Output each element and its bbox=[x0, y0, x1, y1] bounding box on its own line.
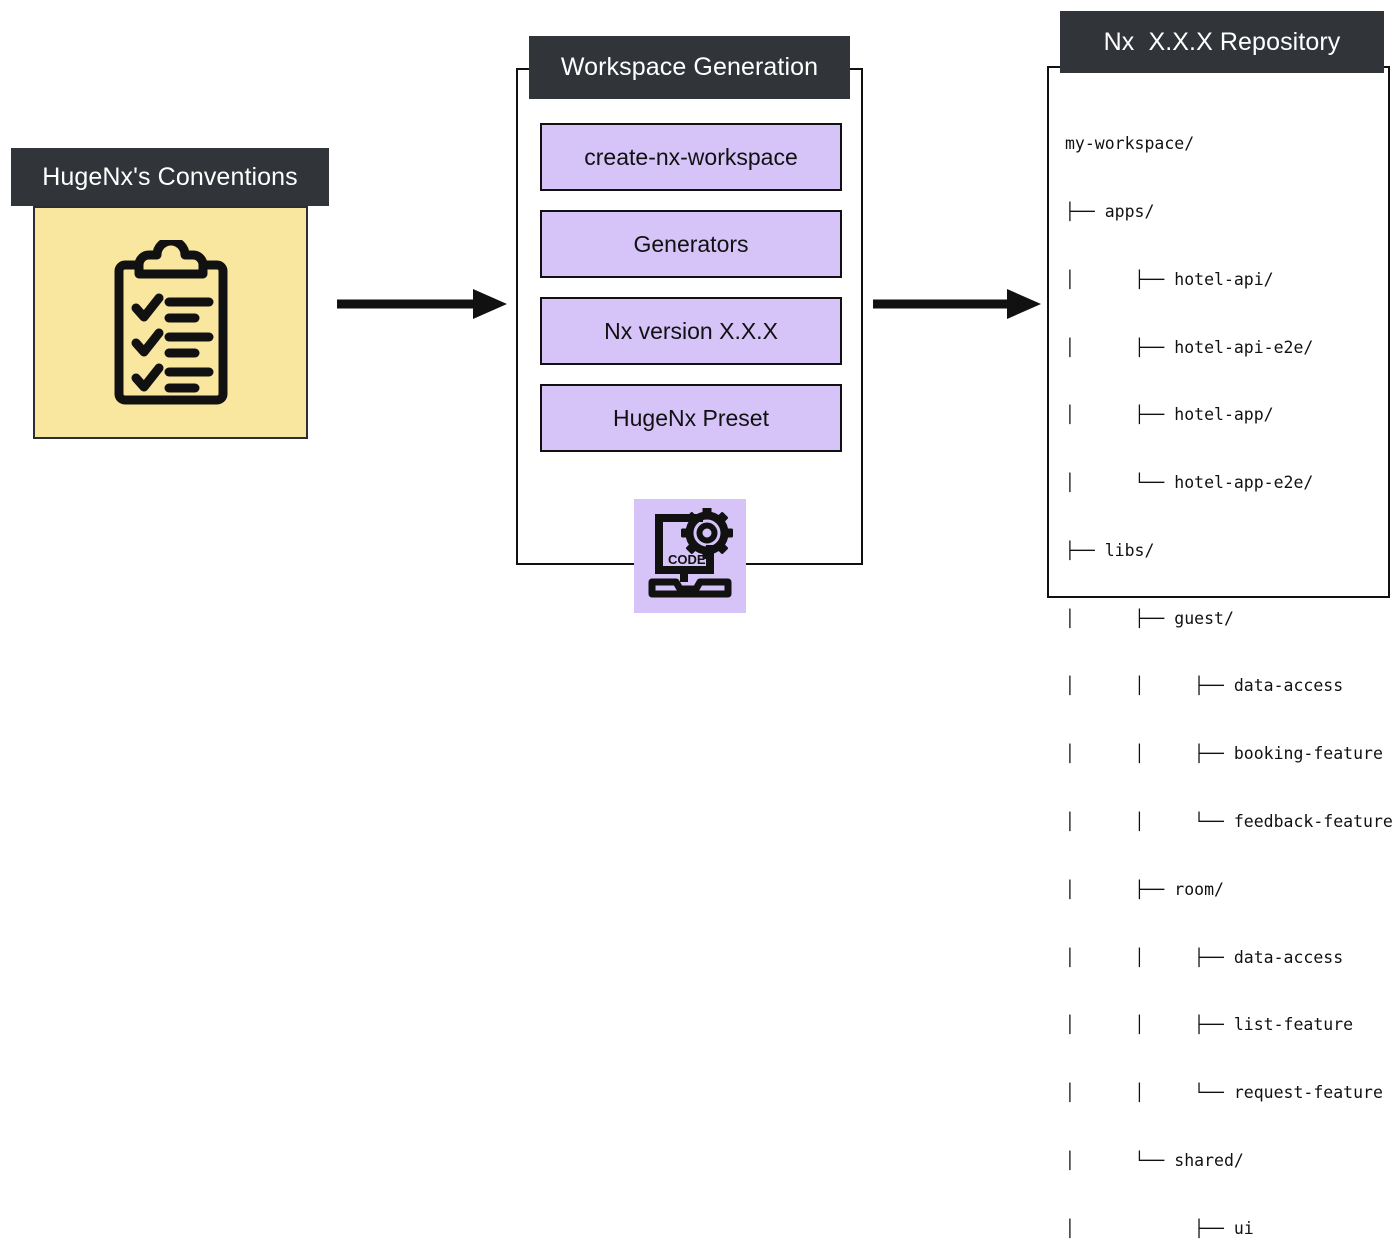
tree-row: │ ├── ui bbox=[1065, 1218, 1254, 1238]
repository-container bbox=[1047, 66, 1390, 598]
tree-row: │ │ ├── booking-feature bbox=[1065, 744, 1383, 764]
code-gear-icon: CODE bbox=[642, 506, 738, 605]
step-hugenx-preset[interactable]: HugeNx Preset bbox=[540, 384, 842, 452]
tree-row: ├── apps/ bbox=[1065, 201, 1155, 221]
tree-row: │ │ └── feedback-feature bbox=[1065, 812, 1393, 831]
tree-row: │ ├── hotel-api/ bbox=[1065, 269, 1274, 289]
repository-file-tree: my-workspace/ ├── apps/ │ ├── hotel-api/… bbox=[1065, 88, 1395, 1248]
tree-row: │ └── shared/ bbox=[1065, 1150, 1244, 1170]
tree-row: │ │ ├── data-access bbox=[1065, 947, 1344, 967]
tree-row: │ ├── guest/ bbox=[1065, 608, 1234, 628]
step-create-nx-workspace[interactable]: create-nx-workspace bbox=[540, 123, 842, 191]
step-nx-version[interactable]: Nx version X.X.X bbox=[540, 297, 842, 365]
code-icon-text: CODE bbox=[668, 552, 706, 567]
tree-row: │ │ └── request-feature bbox=[1065, 1083, 1383, 1103]
arrow-conventions-to-workspace bbox=[337, 287, 509, 326]
tree-row: │ │ ├── list-feature bbox=[1065, 1015, 1354, 1035]
workspace-generation-steps: create-nx-workspace Generators Nx versio… bbox=[540, 123, 842, 452]
tree-row: │ ├── hotel-app/ bbox=[1065, 405, 1274, 425]
clipboard-checklist-icon bbox=[105, 239, 237, 406]
tree-row: │ └── hotel-app-e2e/ bbox=[1065, 473, 1314, 493]
step-generators[interactable]: Generators bbox=[540, 210, 842, 278]
tree-row: │ ├── hotel-api-e2e/ bbox=[1065, 337, 1314, 357]
tree-row: my-workspace/ bbox=[1065, 134, 1195, 154]
workspace-generation-header: Workspace Generation bbox=[529, 36, 850, 99]
tree-row: ├── libs/ bbox=[1065, 540, 1155, 560]
repository-panel-header: Nx X.X.X Repository bbox=[1060, 11, 1384, 73]
conventions-panel-body bbox=[33, 206, 308, 439]
arrow-workspace-to-repository bbox=[873, 287, 1045, 326]
code-gear-icon-badge: CODE bbox=[634, 499, 746, 613]
tree-row: │ │ ├── data-access bbox=[1065, 676, 1344, 696]
tree-row: │ ├── room/ bbox=[1065, 879, 1224, 899]
conventions-panel-header: HugeNx's Conventions bbox=[11, 148, 329, 206]
